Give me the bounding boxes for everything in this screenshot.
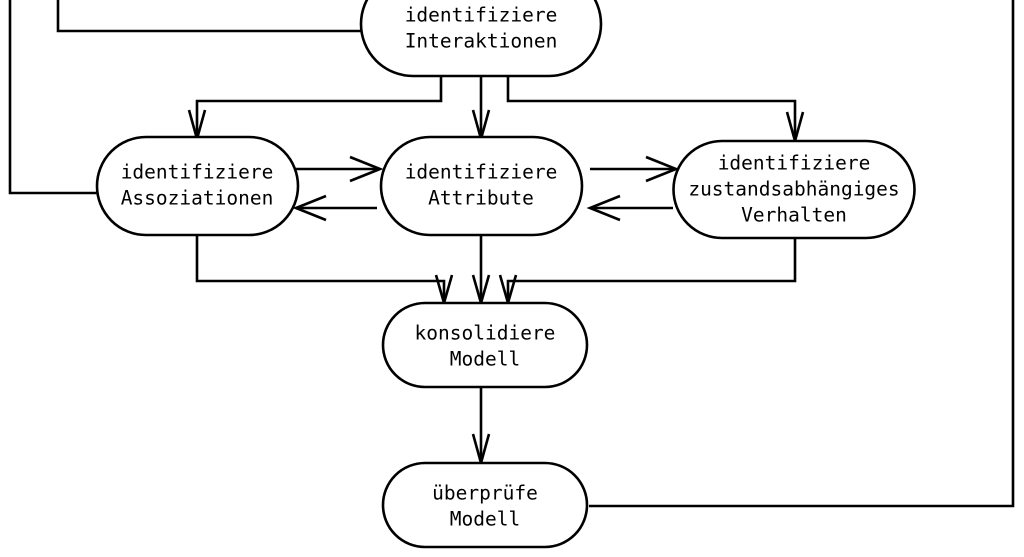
node-label-verhalten-line1: identifiziere <box>718 152 871 175</box>
node-label-attribute-line1: identifiziere <box>405 161 558 184</box>
node-label-konsolidiere-line2: Modell <box>450 348 520 371</box>
node-label-assoziationen-line2: Assoziationen <box>121 187 274 210</box>
edge-assoziationen-to-konsolidiere <box>195 234 454 308</box>
edge-assoziationen-to-attribute <box>296 155 384 183</box>
edge-konsolidiere-to-ueberpruefe <box>471 387 491 468</box>
node-label-verhalten-line2: zustandsabhängiges <box>688 178 899 201</box>
node-label-konsolidiere-line1: konsolidiere <box>415 322 556 345</box>
edge-attribute-to-konsolidiere <box>471 234 491 308</box>
edge-verhalten-to-attribute <box>586 194 673 222</box>
node-konsolidiere-modell[interactable]: konsolidiere Modell <box>381 301 589 389</box>
node-label-attribute-line2: Attribute <box>428 187 534 210</box>
edge-feedback-left-into-assoziationen <box>8 0 100 195</box>
node-label-verhalten-line3: Verhalten <box>741 204 847 227</box>
node-label-ueberpruefe-line2: Modell <box>450 508 520 531</box>
edge-attribute-to-verhalten <box>590 155 680 183</box>
edge-interaktionen-to-attribute <box>471 75 491 144</box>
edge-feedback-top-into-interaktionen <box>56 0 378 33</box>
node-label-interaktionen-line1: identifiziere <box>405 4 558 27</box>
node-identifiziere-interaktionen[interactable]: identifiziere Interaktionen <box>359 0 603 78</box>
edge-ueberpruefe-to-offscreen-right <box>589 0 1015 508</box>
edge-interaktionen-to-assoziationen <box>187 75 443 144</box>
edge-verhalten-to-konsolidiere <box>498 238 797 308</box>
node-identifiziere-assoziationen[interactable]: identifiziere Assoziationen <box>95 135 300 237</box>
node-identifiziere-attribute[interactable]: identifiziere Attribute <box>379 135 584 237</box>
edge-interaktionen-to-verhalten <box>506 75 805 146</box>
edge-attribute-to-assoziationen <box>292 194 377 222</box>
node-label-interaktionen-line2: Interaktionen <box>405 30 558 53</box>
node-label-ueberpruefe-line1: überprüfe <box>432 482 538 505</box>
node-identifiziere-zustandsabhaengiges-verhalten[interactable]: identifiziere zustandsabhängiges Verhalt… <box>672 139 916 240</box>
node-label-assoziationen-line1: identifiziere <box>121 161 274 184</box>
node-ueberpruefe-modell[interactable]: überprüfe Modell <box>381 461 589 549</box>
